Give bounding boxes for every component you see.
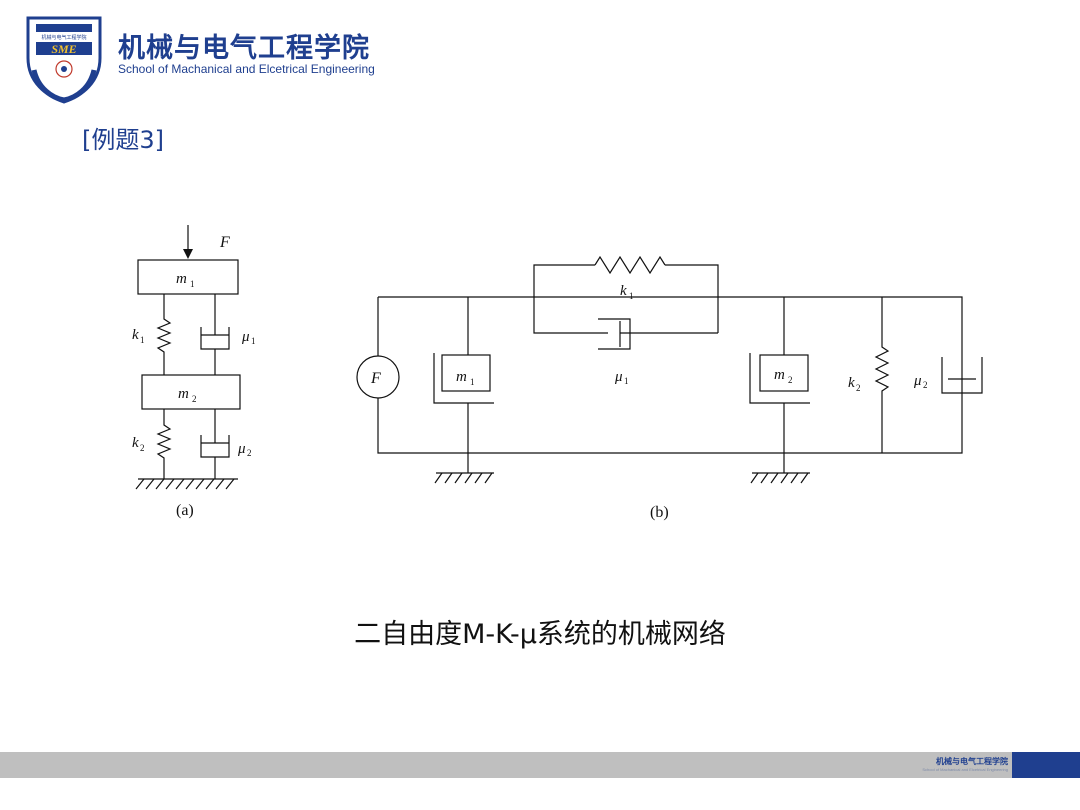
school-name-cn: 机械与电气工程学院 bbox=[118, 33, 370, 64]
damper2-label-b: μ bbox=[913, 373, 922, 389]
damper2-sub-a: 2 bbox=[247, 448, 252, 458]
diagram-b: k 1 μ 1 F m 1 bbox=[356, 255, 983, 521]
ground-a bbox=[135, 478, 238, 490]
damper2-sub-b: 2 bbox=[923, 380, 928, 390]
caption-label-a: (a) bbox=[176, 502, 194, 519]
spring2-a bbox=[156, 409, 172, 479]
footer-bar bbox=[0, 752, 1080, 778]
caption-label-b: (b) bbox=[650, 504, 669, 521]
example-title: [例题3] bbox=[82, 126, 164, 154]
spring1-sub-a: 1 bbox=[140, 335, 145, 345]
footer-accent bbox=[1012, 752, 1080, 778]
mass1-label-b: m bbox=[456, 369, 467, 385]
logo-text: SME bbox=[51, 42, 76, 56]
diagram-a: F m 1 k 1 μ 1 m 2 k 2 bbox=[132, 225, 256, 519]
ground-b2 bbox=[750, 472, 810, 484]
footer-org: 机械与电气工程学院 bbox=[936, 757, 1008, 766]
figure-caption: 二自由度M-K-μ系统的机械网络 bbox=[354, 619, 726, 650]
mass2-block-a bbox=[141, 374, 241, 410]
mass1-sub-a: 1 bbox=[190, 279, 195, 289]
school-logo: 机械与电气工程学院 SME bbox=[22, 14, 106, 104]
spring2-sub-a: 2 bbox=[140, 443, 145, 453]
damper2-b bbox=[941, 357, 983, 394]
mass1-label-a: m bbox=[176, 271, 187, 287]
spring2-b bbox=[874, 297, 890, 453]
damper1-sub-b: 1 bbox=[624, 376, 629, 386]
footer-org-en: School of Machanical and Elcetrical Engi… bbox=[922, 767, 1008, 772]
force-label-a: F bbox=[219, 234, 230, 251]
school-name-en: School of Machanical and Elcetrical Engi… bbox=[118, 62, 375, 76]
mass2-label-b: m bbox=[774, 367, 785, 383]
ground-b1 bbox=[434, 472, 494, 484]
mass1-sub-b: 1 bbox=[470, 377, 475, 387]
force-source-b bbox=[356, 355, 400, 399]
spring1-label-b: k bbox=[620, 283, 627, 299]
network-outer-wire bbox=[377, 296, 963, 454]
damper1-a bbox=[200, 294, 230, 375]
mass2-sub-b: 2 bbox=[788, 375, 793, 385]
spring1-b bbox=[594, 255, 666, 275]
mass1-element-b bbox=[433, 353, 494, 404]
damper1-label-a: μ bbox=[241, 329, 250, 345]
damper2-label-a: μ bbox=[237, 441, 246, 457]
spring1-label-a: k bbox=[132, 327, 139, 343]
mass2-label-a: m bbox=[178, 386, 189, 402]
mass2-sub-a: 2 bbox=[192, 394, 197, 404]
force-source-label-b: F bbox=[370, 370, 381, 387]
damper2-a bbox=[200, 409, 230, 479]
mass1-block-a bbox=[137, 259, 239, 295]
mass2-element-b bbox=[749, 353, 810, 404]
mechanical-network-figure: F m 1 k 1 μ 1 m 2 k 2 bbox=[110, 215, 1000, 535]
spring1-a bbox=[156, 294, 172, 375]
spring2-sub-b: 2 bbox=[856, 383, 861, 393]
spring2-label-b: k bbox=[848, 375, 855, 391]
spring2-label-a: k bbox=[132, 435, 139, 451]
spring1-sub-b: 1 bbox=[629, 291, 634, 301]
damper1-label-b: μ bbox=[614, 369, 623, 385]
logo-small-text: 机械与电气工程学院 bbox=[41, 34, 86, 41]
damper1-sub-a: 1 bbox=[251, 336, 256, 346]
damper1-b bbox=[598, 318, 718, 350]
